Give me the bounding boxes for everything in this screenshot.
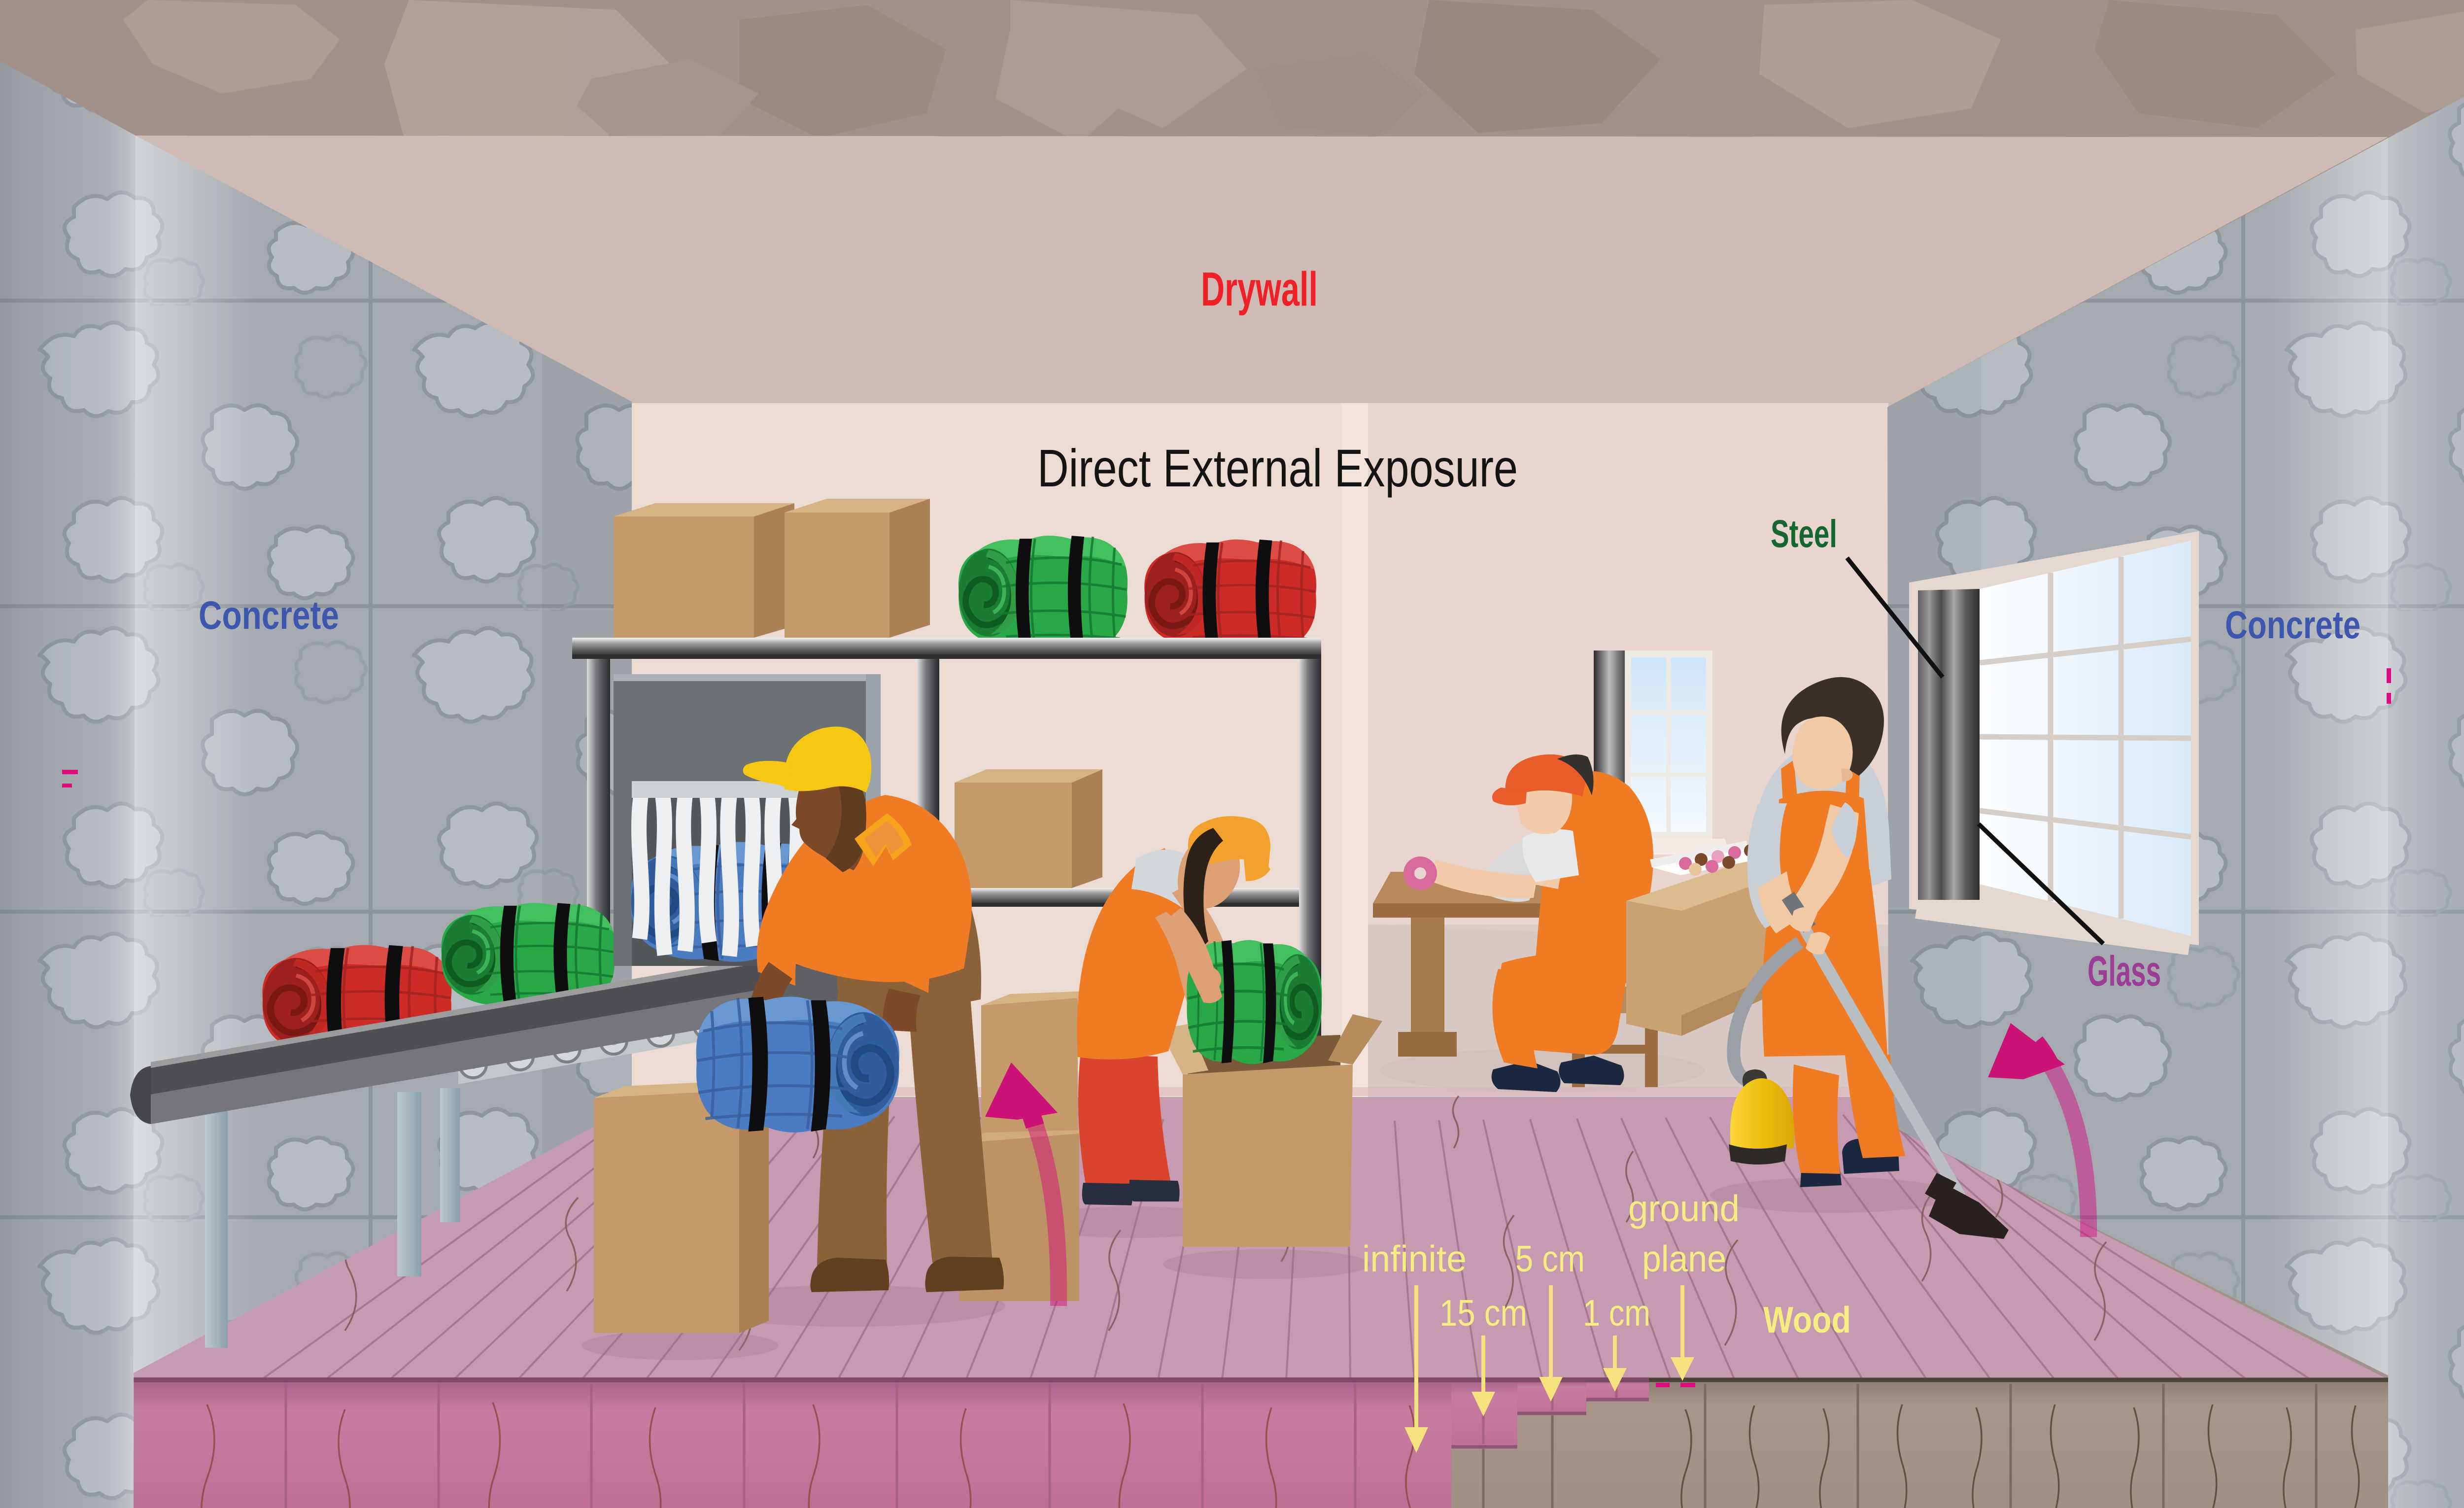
svg-text:Steel: Steel — [1771, 512, 1837, 555]
svg-text:Concrete: Concrete — [2225, 603, 2361, 647]
svg-text:5 cm: 5 cm — [1515, 1238, 1585, 1279]
svg-text:Direct External Exposure: Direct External Exposure — [1037, 438, 1518, 498]
svg-text:Glass: Glass — [2088, 948, 2161, 995]
svg-text:Wood: Wood — [1763, 1299, 1851, 1340]
svg-text:Drywall: Drywall — [1201, 262, 1318, 316]
svg-text:ground: ground — [1628, 1188, 1740, 1229]
svg-text:plane: plane — [1642, 1238, 1726, 1279]
svg-text:Concrete: Concrete — [199, 593, 339, 638]
svg-text:15 cm: 15 cm — [1439, 1292, 1527, 1334]
svg-text:infinite: infinite — [1362, 1238, 1467, 1279]
svg-text:1 cm: 1 cm — [1583, 1292, 1650, 1334]
